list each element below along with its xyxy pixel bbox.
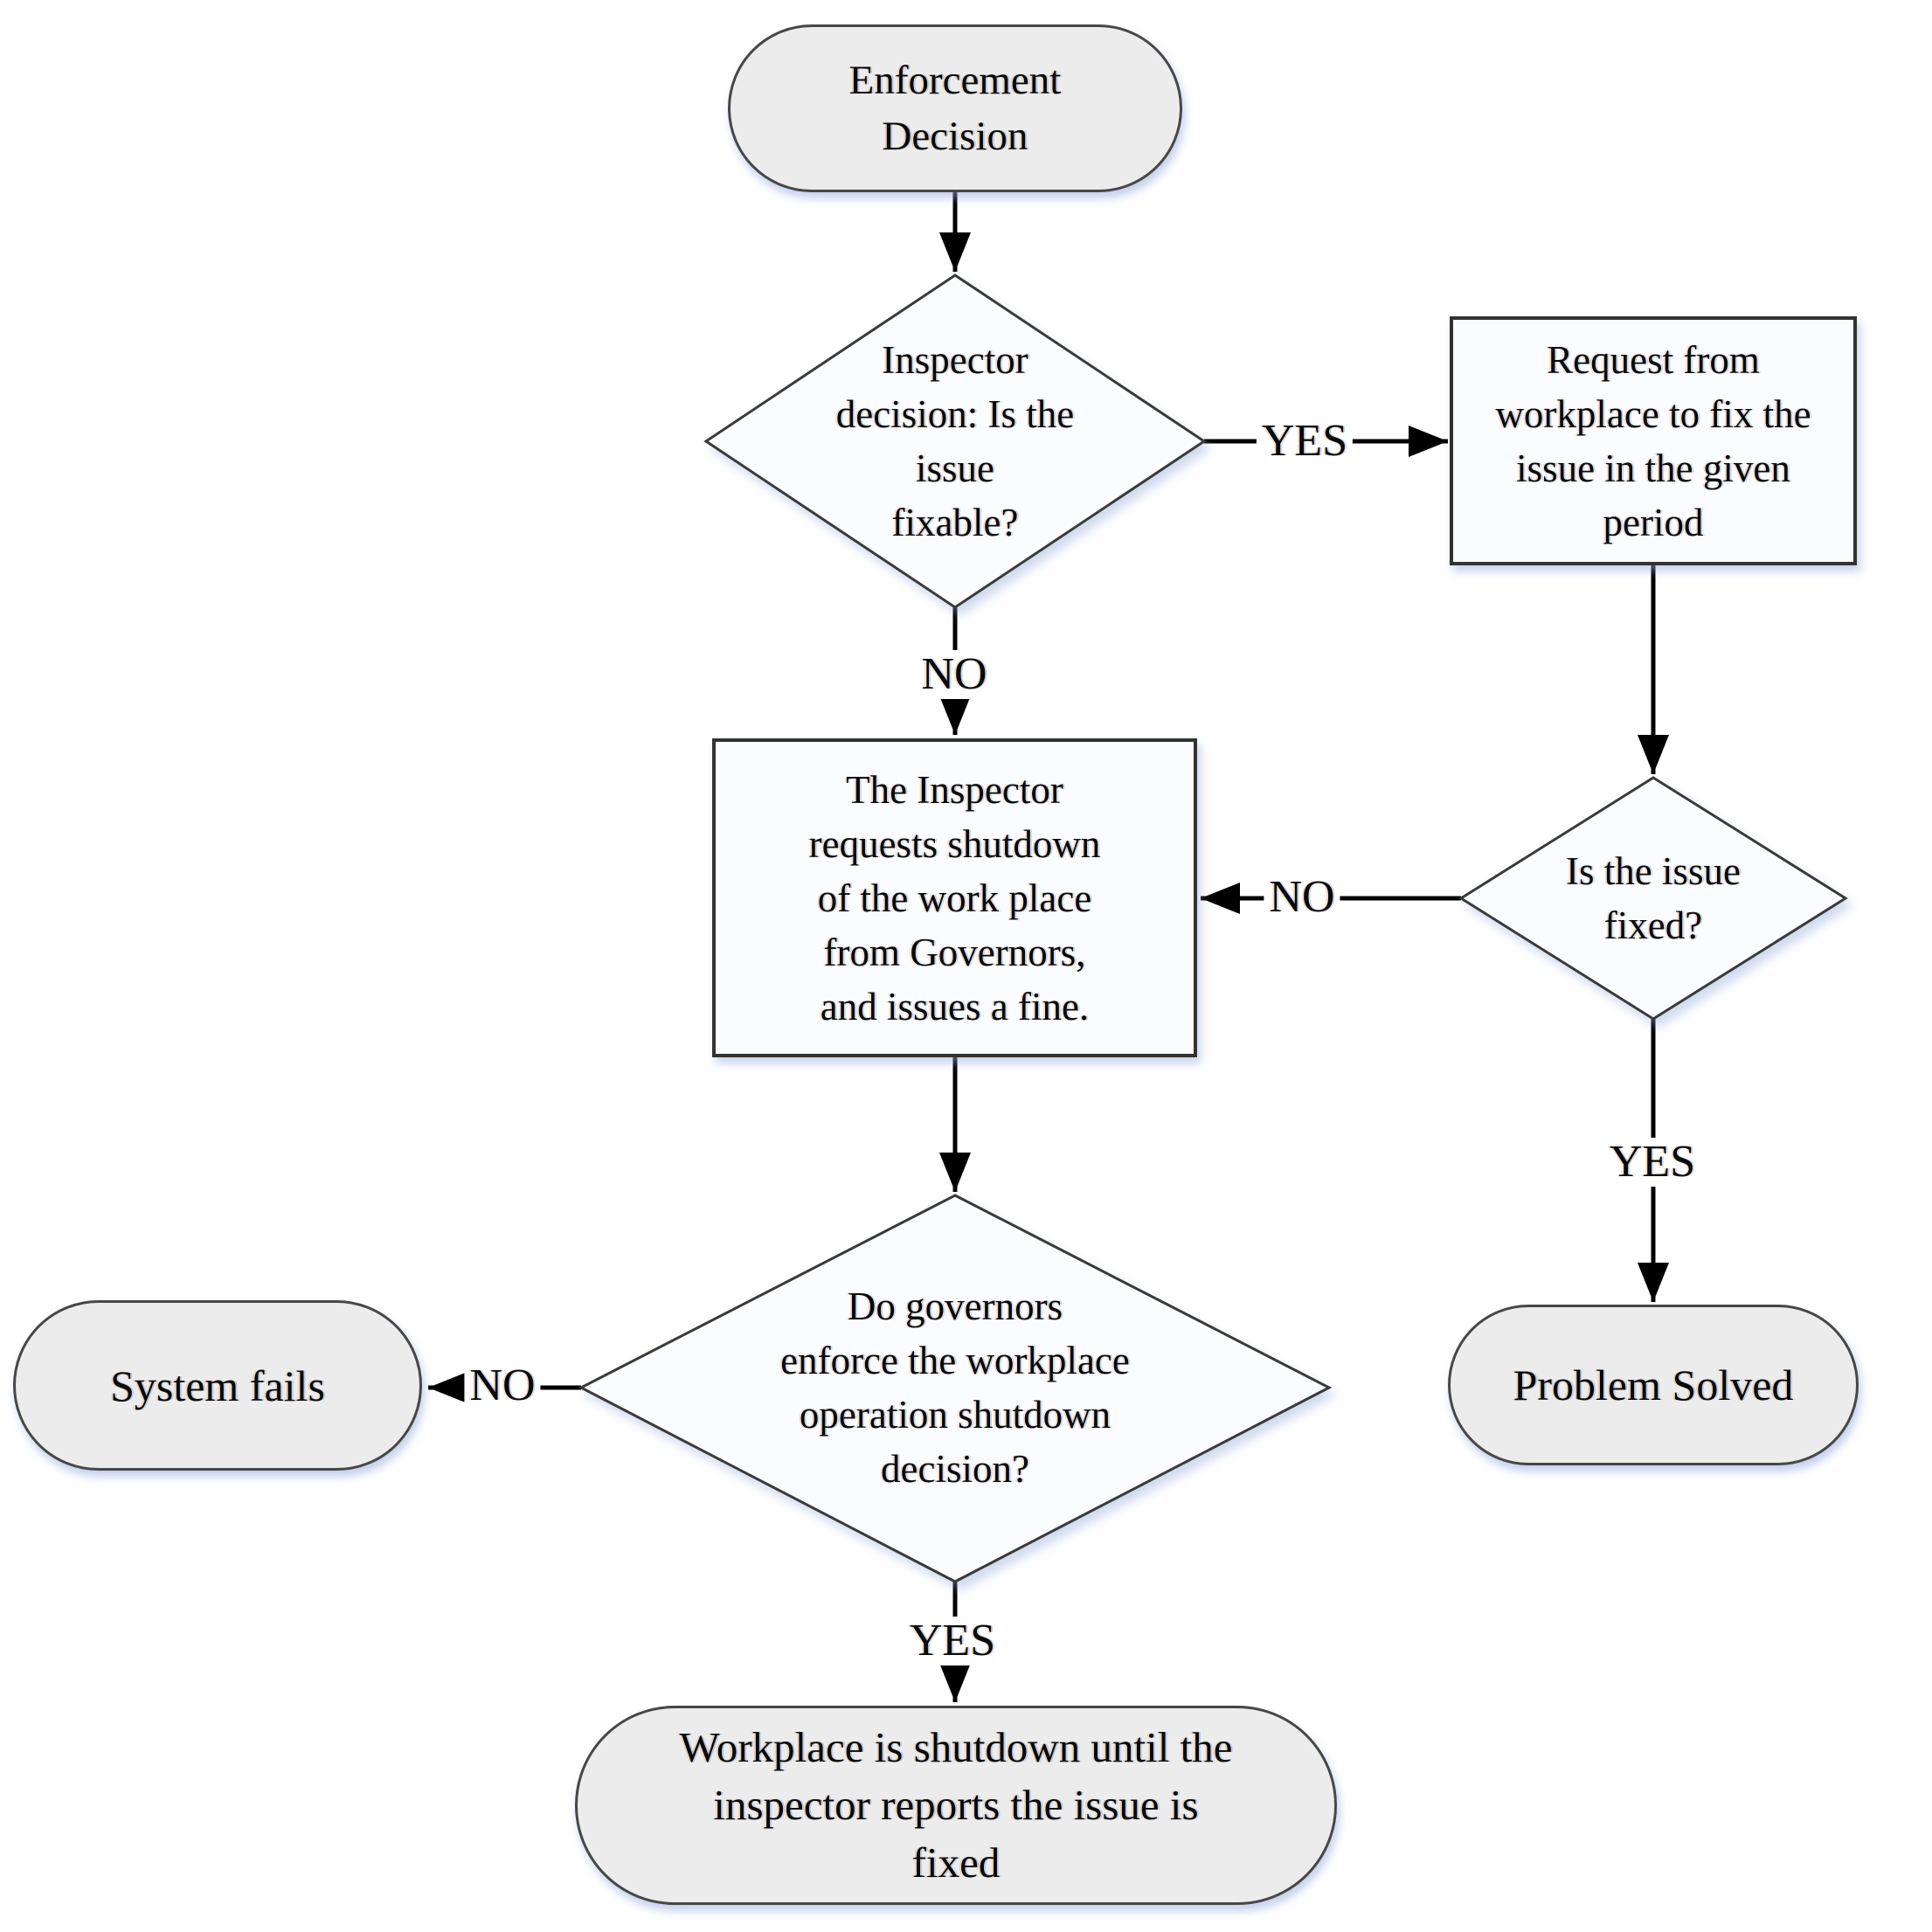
edge-label-no-issue-fixed: NO xyxy=(1264,873,1340,922)
node-inspector-fixable-decision: Inspector decision: Is the issue fixable… xyxy=(737,310,1174,572)
node-label-line: The Inspector xyxy=(846,767,1063,812)
node-label-line: fixed xyxy=(911,1839,1001,1887)
decision-shape-governors xyxy=(578,1194,1333,1583)
node-label-line: enforce the workplace xyxy=(780,1339,1130,1382)
node-workplace-shutdown: Workplace is shutdown until the inspecto… xyxy=(575,1706,1337,1905)
node-label-line: Do governors xyxy=(847,1285,1063,1328)
node-issue-fixed-decision: Is the issue fixed? xyxy=(1478,811,1828,986)
node-label-line: Is the issue xyxy=(1566,849,1741,893)
node-label-line: Request from xyxy=(1547,337,1760,382)
node-label-line: fixed? xyxy=(1603,904,1703,947)
node-label-line: decision? xyxy=(881,1447,1029,1491)
node-label-line: operation shutdown xyxy=(799,1393,1111,1437)
node-label-line: System fails xyxy=(110,1361,325,1410)
edge-label-yes-fixable: YES xyxy=(1256,417,1354,466)
node-label-line: fixable? xyxy=(891,501,1019,544)
node-label-line: period xyxy=(1603,500,1704,544)
edge-label-yes-governors: YES xyxy=(904,1617,1001,1665)
node-label-line: inspector reports the issue is xyxy=(713,1781,1199,1829)
node-label-line: Workplace is shutdown until the xyxy=(679,1723,1233,1771)
node-enforcement-decision: Enforcement Decision xyxy=(728,24,1182,192)
edge-label-no-governors: NO xyxy=(464,1361,541,1410)
node-fix-request: Request from workplace to fix the issue … xyxy=(1450,316,1857,565)
node-label-line: issue xyxy=(916,447,994,490)
node-shutdown-request: The Inspector requests shutdown of the w… xyxy=(712,738,1197,1057)
edge-label-no-fixable: NO xyxy=(916,650,993,699)
node-label-line: issue in the given xyxy=(1516,446,1790,490)
node-label-line: from Governors, xyxy=(823,930,1086,974)
node-label-line: and issues a fine. xyxy=(820,984,1090,1028)
node-label-line: decision: Is the xyxy=(835,392,1075,436)
edge-label-yes-issue-fixed: YES xyxy=(1603,1138,1701,1187)
node-label-line: of the work place xyxy=(817,876,1092,920)
node-system-fails: System fails xyxy=(13,1300,422,1471)
decision-shape-issue-fixed xyxy=(1458,776,1848,1021)
node-label-line: Problem Solved xyxy=(1513,1361,1794,1409)
node-label-line: Inspector xyxy=(882,338,1028,382)
node-problem-solved: Problem Solved xyxy=(1448,1305,1859,1465)
node-label-line: requests shutdown xyxy=(808,821,1101,866)
node-label-line: Decision xyxy=(882,114,1028,159)
node-governors-decision: Do governors enforce the workplace opera… xyxy=(623,1248,1287,1527)
node-label-line: workplace to fix the xyxy=(1495,391,1811,436)
node-label-line: Enforcement xyxy=(848,58,1062,103)
decision-shape-fixable xyxy=(703,274,1207,609)
